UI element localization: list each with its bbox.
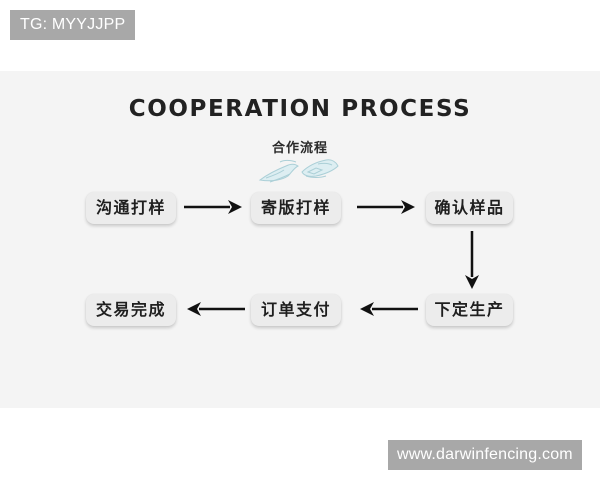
step-send-sample: 寄版打样	[251, 192, 341, 224]
arrow-left-icon	[187, 302, 245, 316]
watermark-bottom: www.darwinfencing.com	[388, 440, 582, 470]
step-order-payment: 订单支付	[251, 294, 341, 326]
step-confirm-sample: 确认样品	[426, 192, 513, 224]
page-subtitle: 合作流程	[271, 141, 328, 156]
process-panel	[0, 71, 600, 408]
step-transaction-complete: 交易完成	[86, 294, 176, 326]
handshake-icon	[258, 159, 339, 183]
arrow-left-icon	[360, 302, 418, 316]
page-title: COOPERATION PROCESS	[128, 96, 472, 122]
arrow-right-icon	[184, 200, 242, 214]
step-place-order-production: 下定生产	[426, 294, 513, 326]
step-communicate-sampling: 沟通打样	[86, 192, 176, 224]
arrow-down-icon	[465, 231, 479, 289]
watermark-top: TG: MYYJJPP	[10, 10, 136, 40]
arrow-right-icon	[357, 200, 415, 214]
